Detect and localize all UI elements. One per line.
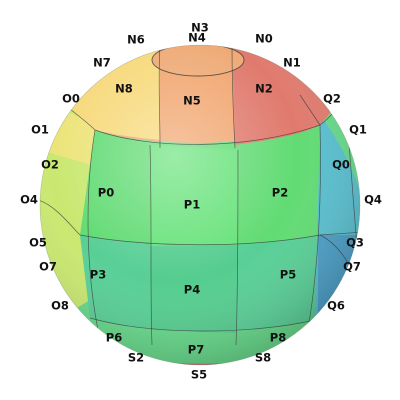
label-q3: Q3 [346, 236, 364, 250]
label-o8: O8 [51, 299, 69, 313]
label-p7: P7 [188, 343, 204, 357]
label-p3: P3 [90, 268, 106, 282]
label-o1: O1 [31, 123, 49, 137]
label-q7: Q7 [343, 260, 361, 274]
label-o5: O5 [29, 236, 47, 250]
label-n6: N6 [127, 33, 145, 47]
label-n3: N3 [191, 21, 209, 35]
label-p2: P2 [272, 186, 288, 200]
label-n0: N0 [255, 32, 273, 46]
label-n8: N8 [115, 82, 133, 96]
label-q6: Q6 [327, 299, 345, 313]
label-p8: P8 [270, 331, 286, 345]
label-q1: Q1 [349, 123, 367, 137]
label-p1: P1 [184, 198, 200, 212]
label-s2: S2 [128, 351, 144, 365]
label-n2: N2 [255, 82, 273, 96]
label-s8: S8 [255, 351, 271, 365]
label-n4: N4 [188, 31, 206, 45]
label-q2: Q2 [323, 92, 341, 106]
label-n5: N5 [183, 94, 201, 108]
label-n7: N7 [93, 56, 111, 70]
label-p6: P6 [106, 331, 122, 345]
label-o2: O2 [41, 158, 59, 172]
label-o7: O7 [39, 260, 57, 274]
label-q4: Q4 [364, 193, 382, 207]
label-p4: P4 [184, 283, 200, 297]
label-q0: Q0 [332, 158, 350, 172]
label-p5: P5 [280, 268, 296, 282]
label-n1: N1 [283, 56, 301, 70]
label-p0: P0 [98, 186, 114, 200]
label-s5: S5 [191, 368, 207, 382]
cell-labels: N3 N4 N6 N0 N7 N1 N8 N2 N5 O0 Q2 O1 Q1 O… [20, 21, 382, 382]
label-o0: O0 [62, 92, 80, 106]
label-o4: O4 [20, 193, 38, 207]
